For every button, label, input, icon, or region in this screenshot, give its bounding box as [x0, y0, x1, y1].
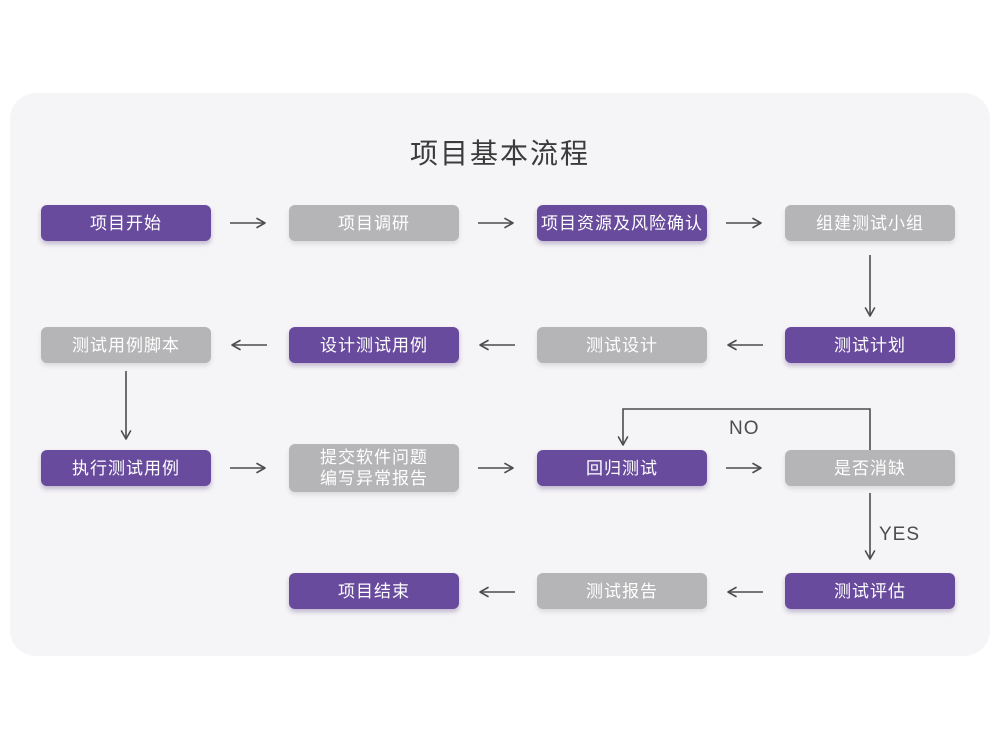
- node-project-research: 项目调研: [289, 205, 459, 241]
- node-resource-risk-confirm: 项目资源及风险确认: [537, 205, 707, 241]
- node-design-test-cases: 设计测试用例: [289, 327, 459, 363]
- flow-arrows-layer: NO YES: [120, 217, 920, 598]
- node-regression-test: 回归测试: [537, 450, 707, 486]
- node-defect-cleared: 是否消缺: [785, 450, 955, 486]
- node-test-design: 测试设计: [537, 327, 707, 363]
- flowchart-card: 项目基本流程: [10, 93, 990, 656]
- node-build-test-team: 组建测试小组: [785, 205, 955, 241]
- node-submit-issue-report: 提交软件问题 编写异常报告: [289, 444, 459, 492]
- page-title: 项目基本流程: [409, 138, 590, 169]
- node-test-evaluation: 测试评估: [785, 573, 955, 609]
- node-test-case-scripts: 测试用例脚本: [41, 327, 211, 363]
- node-execute-test-cases: 执行测试用例: [41, 450, 211, 486]
- node-project-start: 项目开始: [41, 205, 211, 241]
- no-loop-arrow: [617, 408, 871, 450]
- node-project-end: 项目结束: [289, 573, 459, 609]
- node-test-report: 测试报告: [537, 573, 707, 609]
- yes-branch-label: YES: [879, 524, 920, 545]
- no-branch-label: NO: [729, 418, 760, 439]
- node-test-plan: 测试计划: [785, 327, 955, 363]
